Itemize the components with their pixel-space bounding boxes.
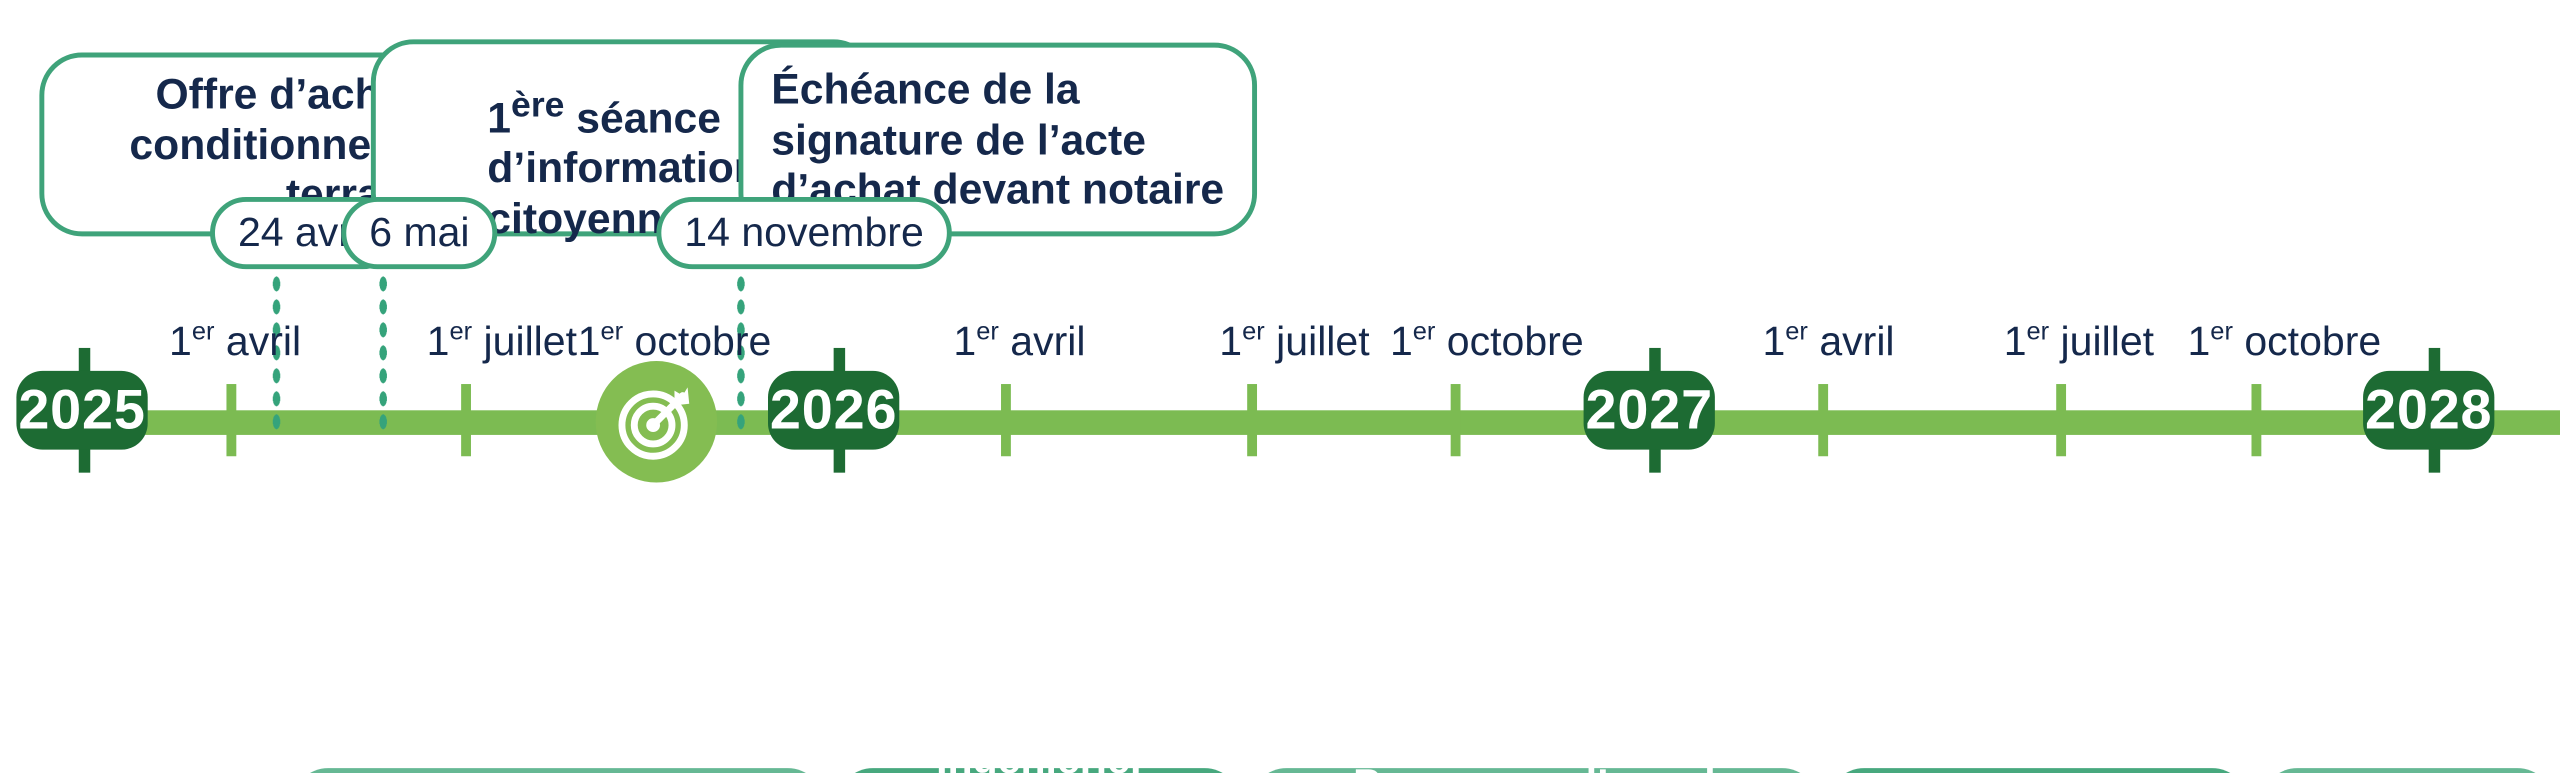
connector-dotted-6-mai [377,272,389,437]
label-num: 1 [577,318,601,365]
axis-tick-2025-q3 [461,384,471,457]
phase-bar-ingenierie-conception[interactable]: Ingénierie, conception plans et devis po… [836,737,1241,773]
year-pill-2027: 2027 [1583,370,1715,450]
phase-bar-label: Ingénierie, conception plans et devis po… [936,736,1142,773]
axis-label-2027-octobre: 1er octobre [2187,318,2381,366]
axis-label-2025-avril: 1er avril [169,318,301,366]
label-rest: avril [1807,318,1895,365]
axis-label-2026-avril: 1er avril [953,318,1085,366]
axis-label-2026-juillet: 1er juillet [1219,318,1369,366]
phase-bar-activites-rodage[interactable]: Activités de rodage [2261,768,2554,773]
axis-label-2025-octobre: 1er octobre [578,318,772,366]
label-sup: er [976,318,999,347]
label-num: 1 [426,318,450,365]
date-pill-14-novembre-label: 14 novembre [684,209,924,256]
year-pill-2025-label: 2025 [18,378,146,441]
label-rest: octobre [623,318,772,365]
label-rest: juillet [1264,318,1370,365]
phase-bar-construction[interactable]: Construction [1828,768,2249,773]
connector-dotted-24-avril [270,272,283,437]
label-num: 1 [2003,318,2027,365]
year-pill-2025: 2025 [16,370,148,450]
axis-tick-2026-q2 [1001,384,1011,457]
year-pill-2027-label: 2027 [1585,378,1713,441]
connector-dotted-14-novembre [735,272,747,437]
label-num: 1 [953,318,977,365]
year-pill-2026-label: 2026 [769,378,898,441]
axis-tick-2027-q3 [2056,384,2067,457]
label-num: 1 [169,318,192,365]
axis-label-2026-octobre: 1er octobre [1390,318,1584,366]
label-num: 1 [1762,318,1786,365]
callout-seance-rest: séance d’information citoyenne [487,92,760,243]
label-rest: avril [214,318,302,365]
timeline-axis-line [22,410,2560,435]
axis-tick-2027-q2 [1818,384,1829,457]
axis-label-2027-avril: 1er avril [1762,318,1894,366]
label-num: 1 [1219,318,1243,365]
date-pill-6-mai-label: 6 mai [369,209,470,256]
axis-tick-2027-q4 [2251,384,2262,457]
axis-label-2027-juillet: 1er juillet [2004,318,2154,366]
label-num: 1 [2187,318,2211,365]
label-sup: er [1412,318,1436,347]
callout-seance-number: 1 [487,92,512,142]
label-rest: avril [998,318,1086,365]
phase-bar-etudes-environnementales[interactable]: Études environnementales [292,768,824,773]
label-sup: er [2026,318,2050,347]
label-rest: octobre [2232,318,2382,365]
date-pill-6-mai[interactable]: 6 mai [341,196,498,270]
year-pill-2028-label: 2028 [2365,378,2493,441]
callout-seance-ordinal: ère [511,82,565,124]
label-sup: er [191,318,215,347]
target-icon [595,361,718,483]
label-rest: juillet [472,318,578,365]
date-pill-14-novembre[interactable]: 14 novembre [656,196,952,270]
label-sup: er [449,318,473,347]
callout-seance-information-title: 1ère séance d’information citoyenne [464,33,783,244]
label-num: 1 [1389,318,1413,365]
axis-label-2025-juillet: 1er juillet [427,318,577,366]
axis-tick-2026-q4 [1450,384,1461,457]
year-pill-2026: 2026 [768,370,900,450]
label-rest: juillet [2049,318,2155,365]
phase-bar-label: Processus d’appel d’offres public constr… [1277,760,1792,773]
label-sup: er [600,318,624,347]
label-rest: octobre [1435,318,1584,365]
label-sup: er [1785,318,1808,347]
axis-tick-2025-q2 [226,384,237,457]
callout-echeance-signature-title: Échéance de la signature de l’acte d’ach… [771,63,1225,214]
phase-bar-appel-offres[interactable]: Processus d’appel d’offres public constr… [1250,762,1819,773]
axis-tick-2026-q3 [1247,384,1258,457]
label-sup: er [2210,318,2233,347]
label-sup: er [1242,318,1265,347]
year-pill-2028: 2028 [2363,370,2495,450]
